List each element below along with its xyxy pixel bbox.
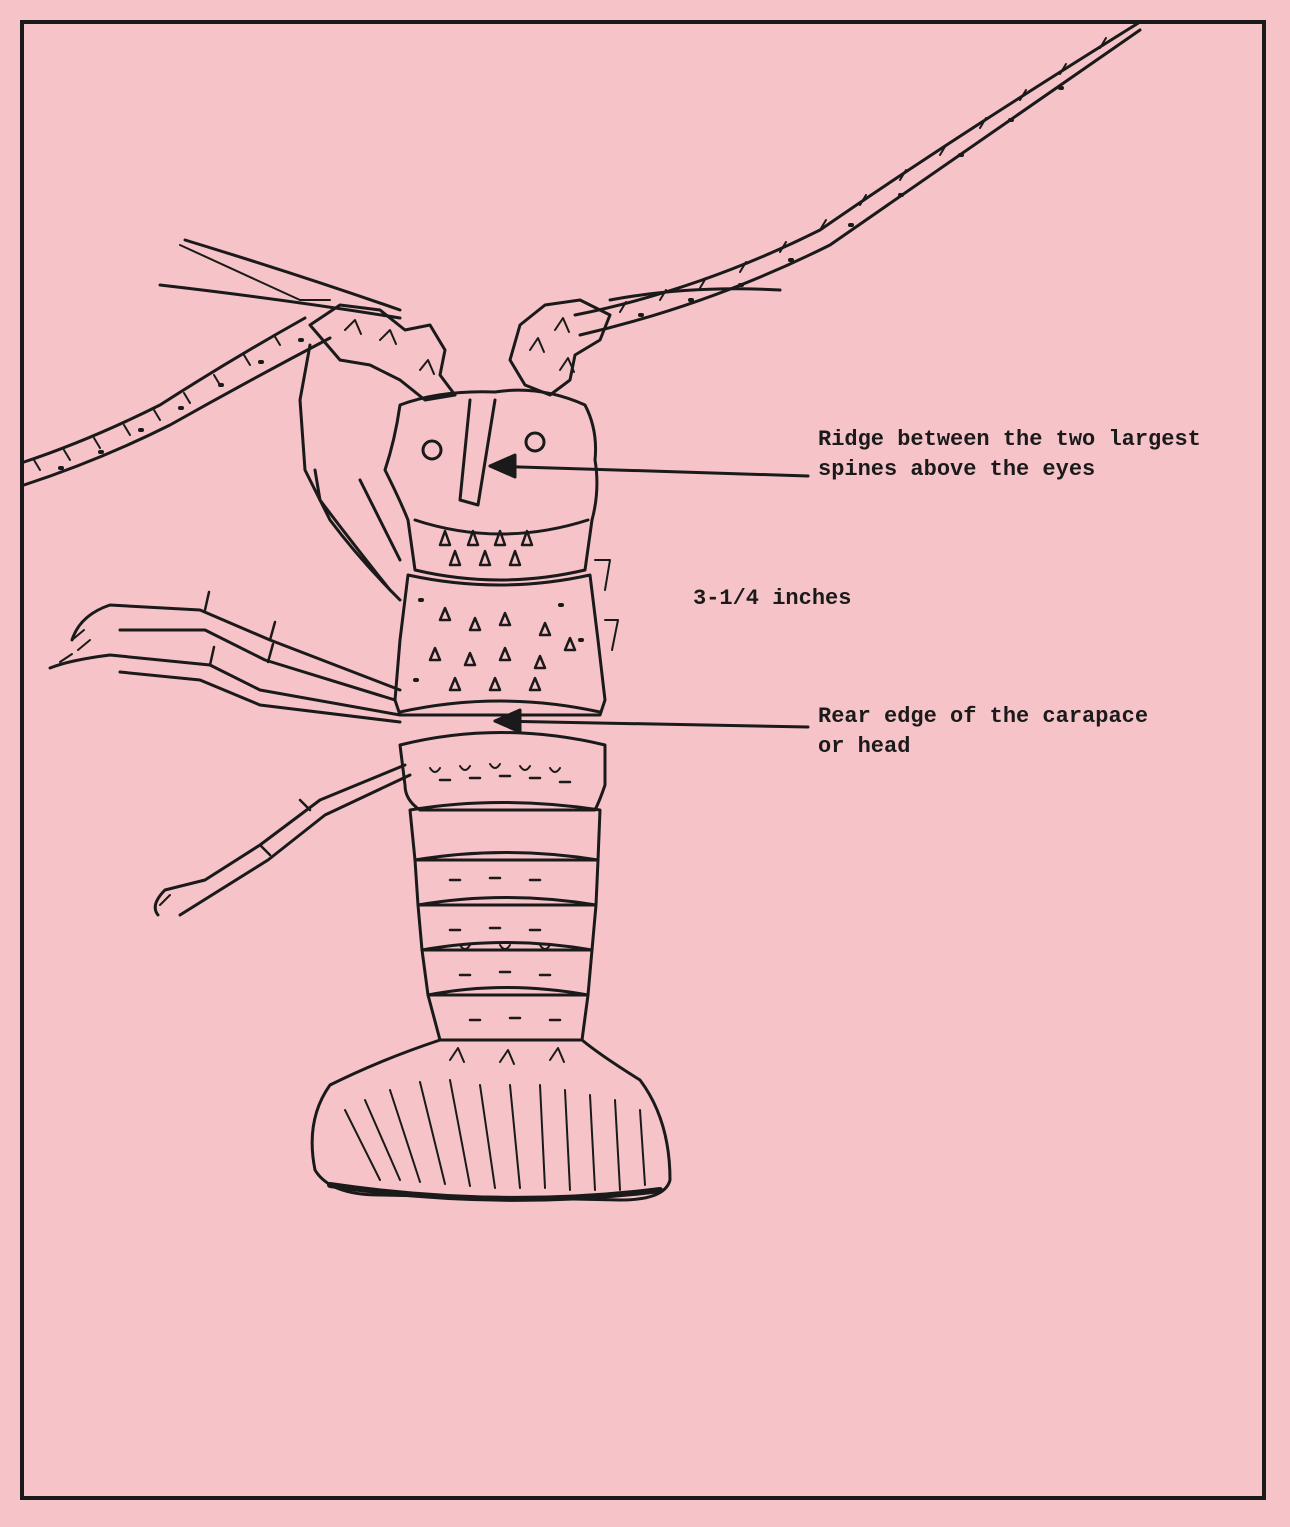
rear-edge-arrow-line — [495, 721, 808, 727]
right-antenna — [575, 22, 1140, 335]
rear-edge-arrowhead — [495, 710, 520, 732]
rear-edge-annotation-line2: or head — [818, 732, 1148, 762]
right-eye — [526, 433, 544, 451]
head-region — [385, 390, 597, 580]
ridge-arrowhead — [490, 455, 515, 477]
ridge-arrow-line — [490, 466, 808, 476]
antenna-bases — [310, 300, 610, 400]
rear-edge-annotation-line1: Rear edge of the carapace — [818, 702, 1148, 732]
ridge-annotation-line1: Ridge between the two largest — [818, 425, 1201, 455]
rear-edge-annotation: Rear edge of the carapace or head — [818, 702, 1148, 762]
tail-segments — [400, 733, 605, 1041]
left-antenna — [24, 318, 330, 485]
tail-fan — [312, 1040, 670, 1200]
left-eye — [423, 441, 441, 459]
ridge-annotation-line2: spines above the eyes — [818, 455, 1201, 485]
measurement-label: 3-1/4 inches — [693, 584, 851, 614]
ridge-annotation: Ridge between the two largest spines abo… — [818, 425, 1201, 485]
carapace — [395, 560, 618, 715]
antennules — [160, 240, 400, 318]
